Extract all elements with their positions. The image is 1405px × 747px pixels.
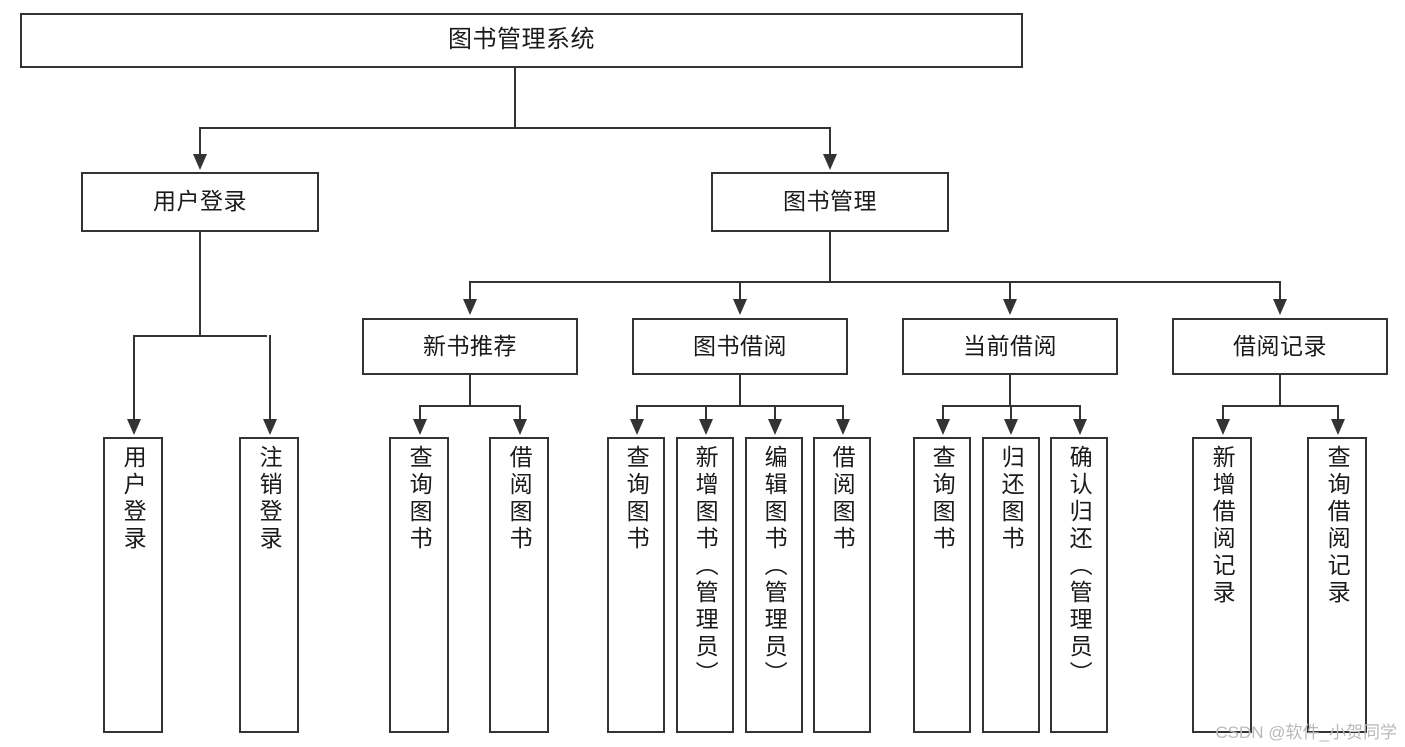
connector-root-bus — [199, 127, 831, 129]
node-book-management[interactable]: 图书管理 — [711, 172, 949, 232]
connector-root-to-user-login — [199, 127, 201, 156]
connector-borrow-record-bus — [1222, 405, 1338, 407]
connector-user-login-to-leaf-2 — [269, 335, 271, 421]
node-label: 归还图书 — [998, 445, 1025, 553]
connector-book-borrow-bus — [636, 405, 842, 407]
arrowhead-leaf-user-login — [127, 419, 141, 435]
connector-root-to-book-management — [829, 127, 831, 156]
arrowhead-cb-confirm-return — [1073, 419, 1087, 435]
connector-cb-to-leaf-2 — [1010, 405, 1012, 421]
connector-current-borrow-stem — [1009, 375, 1011, 406]
node-label: 借阅图书 — [506, 445, 533, 553]
node-label: 查询图书 — [929, 445, 956, 553]
connector-book-management-stem — [829, 232, 831, 282]
node-label: 借阅记录 — [1233, 332, 1327, 359]
connector-user-login-to-leaf-1 — [133, 335, 135, 421]
connector-nb-to-leaf-2 — [519, 405, 521, 421]
leaf-bb-edit-book[interactable]: 编辑图书（管理员） — [745, 437, 803, 733]
connector-bm-to-book-borrow — [739, 281, 741, 301]
node-label: 图书管理系统 — [448, 26, 595, 54]
arrowhead-br-query-record — [1331, 419, 1345, 435]
node-label: 新增图书（管理员） — [692, 445, 719, 688]
node-label: 查询借阅记录 — [1324, 445, 1351, 607]
arrowhead-br-add-record — [1216, 419, 1230, 435]
arrowhead-bb-add-book — [699, 419, 713, 435]
arrowhead-user-login — [193, 154, 207, 170]
connector-nb-to-leaf-1 — [419, 405, 421, 421]
arrowhead-borrow-record — [1273, 299, 1287, 315]
leaf-cb-confirm-return[interactable]: 确认归还（管理员） — [1050, 437, 1108, 733]
node-label: 确认归还（管理员） — [1066, 445, 1093, 688]
arrowhead-nb-borrow-book — [513, 419, 527, 435]
node-label: 借阅图书 — [829, 445, 856, 553]
connector-bb-to-leaf-4 — [842, 405, 844, 421]
leaf-br-add-record[interactable]: 新增借阅记录 — [1192, 437, 1252, 733]
node-borrow-record[interactable]: 借阅记录 — [1172, 318, 1388, 375]
arrowhead-book-borrow — [733, 299, 747, 315]
node-label: 新书推荐 — [423, 332, 517, 359]
node-label: 注销登录 — [256, 445, 283, 553]
connector-root-stem — [514, 68, 516, 128]
leaf-bb-query-book[interactable]: 查询图书 — [607, 437, 665, 733]
connector-bb-to-leaf-1 — [636, 405, 638, 421]
arrowhead-bb-edit-book — [768, 419, 782, 435]
arrowhead-leaf-logout — [263, 419, 277, 435]
connector-book-management-bus — [469, 281, 1280, 283]
connector-bm-to-new-book — [469, 281, 471, 301]
node-label: 图书管理 — [783, 188, 877, 215]
node-label: 用户登录 — [153, 188, 247, 215]
node-label: 查询图书 — [406, 445, 433, 553]
arrowhead-bb-borrow-book — [836, 419, 850, 435]
leaf-bb-borrow-book[interactable]: 借阅图书 — [813, 437, 871, 733]
connector-user-login-stem — [199, 232, 201, 336]
arrowhead-new-book-recommend — [463, 299, 477, 315]
connector-book-borrow-stem — [739, 375, 741, 406]
node-label: 编辑图书（管理员） — [761, 445, 788, 688]
arrowhead-current-borrow — [1003, 299, 1017, 315]
arrowhead-book-management — [823, 154, 837, 170]
connector-bm-to-current-borrow — [1009, 281, 1011, 301]
leaf-cb-query-book[interactable]: 查询图书 — [913, 437, 971, 733]
leaf-br-query-record[interactable]: 查询借阅记录 — [1307, 437, 1367, 733]
connector-new-book-stem — [469, 375, 471, 406]
leaf-cb-return-book[interactable]: 归还图书 — [982, 437, 1040, 733]
node-current-borrow[interactable]: 当前借阅 — [902, 318, 1118, 375]
connector-br-to-leaf-1 — [1222, 405, 1224, 421]
leaf-nb-borrow-book[interactable]: 借阅图书 — [489, 437, 549, 733]
node-label: 查询图书 — [623, 445, 650, 553]
node-label: 新增借阅记录 — [1209, 445, 1236, 607]
connector-br-to-leaf-2 — [1337, 405, 1339, 421]
node-label: 当前借阅 — [963, 332, 1057, 359]
connector-bm-to-borrow-record — [1279, 281, 1281, 301]
connector-bb-to-leaf-2 — [705, 405, 707, 421]
arrowhead-cb-query-book — [936, 419, 950, 435]
arrowhead-cb-return-book — [1004, 419, 1018, 435]
connector-user-login-bus — [133, 335, 267, 337]
node-root-book-management-system[interactable]: 图书管理系统 — [20, 13, 1023, 68]
node-user-login[interactable]: 用户登录 — [81, 172, 319, 232]
node-label: 用户登录 — [120, 445, 147, 553]
connector-new-book-bus — [419, 405, 520, 407]
node-label: 图书借阅 — [693, 332, 787, 359]
leaf-bb-add-book[interactable]: 新增图书（管理员） — [676, 437, 734, 733]
node-new-book-recommend[interactable]: 新书推荐 — [362, 318, 578, 375]
connector-bb-to-leaf-3 — [774, 405, 776, 421]
arrowhead-bb-query-book — [630, 419, 644, 435]
connector-borrow-record-stem — [1279, 375, 1281, 406]
connector-cb-to-leaf-1 — [942, 405, 944, 421]
connector-cb-to-leaf-3 — [1079, 405, 1081, 421]
arrowhead-nb-query-book — [413, 419, 427, 435]
leaf-logout[interactable]: 注销登录 — [239, 437, 299, 733]
leaf-nb-query-book[interactable]: 查询图书 — [389, 437, 449, 733]
leaf-user-login[interactable]: 用户登录 — [103, 437, 163, 733]
node-book-borrow[interactable]: 图书借阅 — [632, 318, 848, 375]
